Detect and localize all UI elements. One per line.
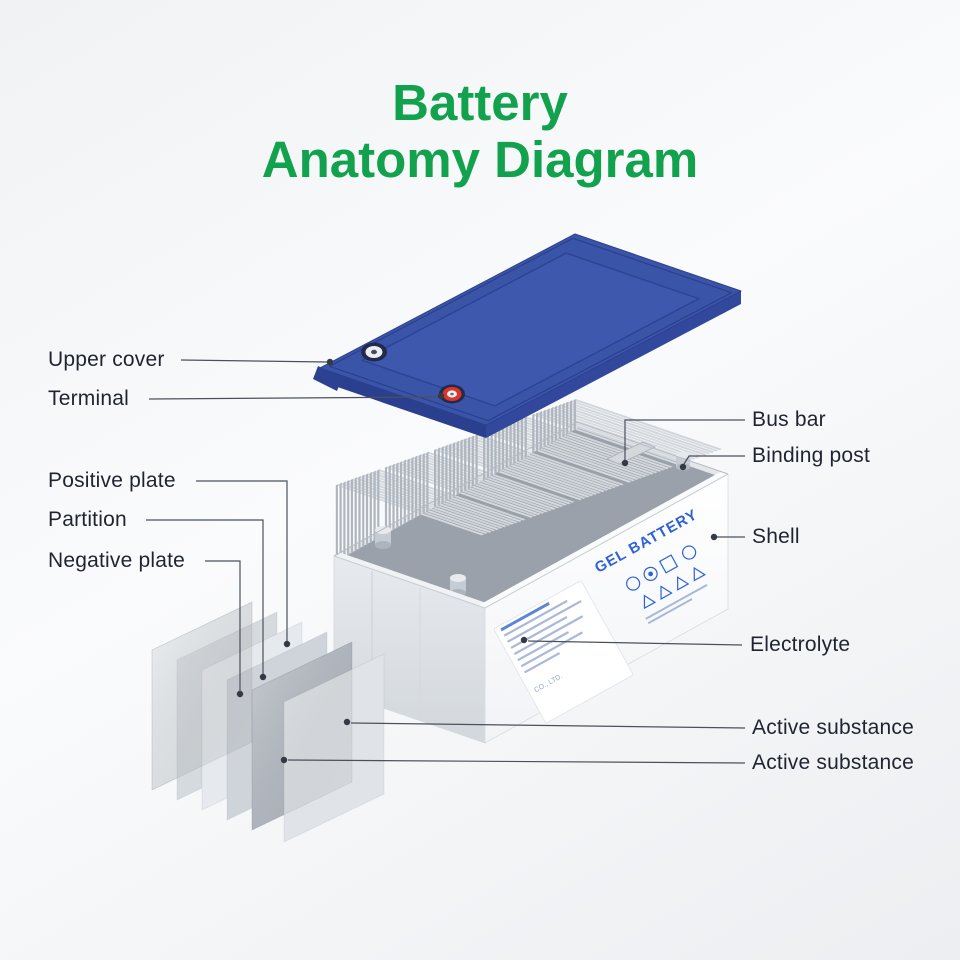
leader-bus-bar <box>624 419 745 460</box>
sticker-heading-line <box>500 601 550 632</box>
cell-post-icon <box>375 526 391 549</box>
label-binding-post: Binding post <box>752 444 870 467</box>
dot-shell <box>710 533 718 541</box>
terminal-red-icon <box>439 384 465 404</box>
page-title-line1: Battery <box>392 74 568 131</box>
leader-lines <box>146 359 746 764</box>
label-active-substance-top: Active substance <box>752 716 914 739</box>
sticker-text-line <box>520 631 583 668</box>
shell-near-rim-left <box>334 552 492 608</box>
leader-positive-plate <box>196 480 288 641</box>
shell-outline <box>333 421 729 557</box>
dot-positive-plate <box>283 640 291 648</box>
label-upper-cover: Upper cover <box>48 348 165 371</box>
page-title: Battery Anatomy Diagram <box>0 74 960 188</box>
shell-rim-edge <box>333 473 729 609</box>
cover-tab <box>313 366 342 391</box>
label-negative-plate: Negative plate <box>48 549 186 572</box>
sticker-text-line <box>507 600 582 643</box>
leader-negative-plate <box>205 560 241 691</box>
cover-inner-outline <box>328 237 733 422</box>
label-active-substance-bottom: Active substance <box>752 751 914 774</box>
leader-terminal <box>148 396 439 400</box>
cover-side-left <box>320 368 486 438</box>
label-terminal: Terminal <box>48 387 129 410</box>
leader-active-substance-top <box>350 722 746 729</box>
leader-upper-cover <box>180 359 328 363</box>
plate-stack-illustration <box>151 601 385 843</box>
shell-front-print: CO., LTD. GEL BATTERY <box>493 506 708 724</box>
dot-active-substance-top <box>343 718 351 726</box>
dot-negative-plate <box>236 690 244 698</box>
sticker-text-line <box>647 598 693 625</box>
leader-binding-post <box>683 455 745 465</box>
bus-bar-icon <box>606 441 656 465</box>
page-title-line2: Anatomy Diagram <box>261 131 699 188</box>
plate-sheet-sheen <box>251 641 353 831</box>
dot-binding-post <box>679 463 687 471</box>
sticker-text-line <box>517 631 570 662</box>
leader-active-substance-bottom <box>287 759 746 764</box>
terminal-silver-icon <box>361 342 387 362</box>
sticker-text-line <box>513 615 584 656</box>
label-partition: Partition <box>48 508 127 531</box>
dot-upper-cover <box>326 358 334 366</box>
shell-illustration: CO., LTD. GEL BATTERY <box>333 399 729 744</box>
label-shell: Shell <box>752 525 800 548</box>
sticker-text-line <box>503 599 568 637</box>
label-positive-plate: Positive plate <box>48 469 176 492</box>
label-electrolyte: Electrolyte <box>750 633 851 656</box>
dot-bus-bar <box>621 459 629 467</box>
sticker-text-line <box>524 652 561 674</box>
certification-icons <box>626 545 697 591</box>
upper-cover-illustration <box>313 233 742 438</box>
cover-side-right <box>486 291 741 438</box>
label-bus-bar: Bus bar <box>752 408 826 431</box>
shell-near-rim-right <box>478 471 728 608</box>
dot-terminal <box>437 392 445 400</box>
leader-partition <box>146 519 264 674</box>
dot-active-substance-bottom <box>280 756 288 764</box>
leader-dots <box>236 358 718 764</box>
sticker-text-line <box>645 584 708 620</box>
dot-electrolyte <box>520 636 528 644</box>
warning-triangle-icons <box>643 566 706 610</box>
leader-electrolyte <box>527 640 743 646</box>
spec-sticker <box>493 580 634 724</box>
dot-partition <box>259 673 267 681</box>
